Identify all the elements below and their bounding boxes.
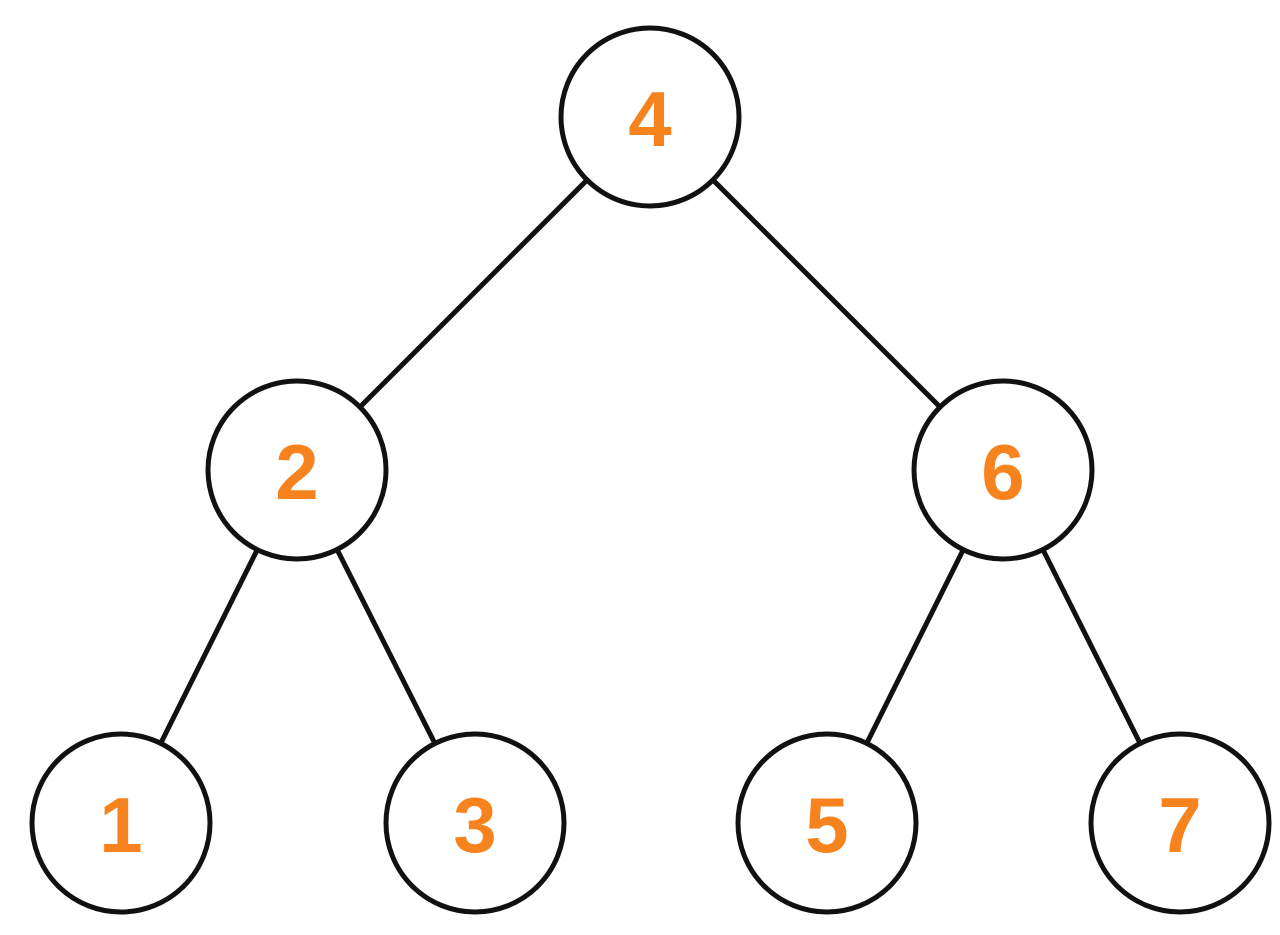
- tree-node-1: 1: [29, 731, 213, 915]
- edge-2-1: [158, 547, 260, 746]
- node-circle: [205, 378, 389, 562]
- node-label: 3: [453, 781, 496, 869]
- node-label: 5: [805, 781, 848, 869]
- tree-node-7: 7: [1088, 731, 1272, 915]
- tree-node-2: 2: [205, 378, 389, 562]
- edge-4-6: [710, 177, 943, 410]
- node-label: 1: [99, 781, 142, 869]
- node-label: 7: [1158, 781, 1201, 869]
- node-circle: [383, 731, 567, 915]
- node-circle: [558, 25, 742, 209]
- edges-layer: [158, 177, 1143, 747]
- edge-2-3: [334, 546, 438, 747]
- node-circle: [735, 731, 919, 915]
- tree-node-5: 5: [735, 731, 919, 915]
- node-label: 4: [628, 75, 671, 163]
- node-circle: [29, 731, 213, 915]
- tree-node-4: 4: [558, 25, 742, 209]
- node-label: 6: [981, 428, 1024, 516]
- node-circle: [911, 378, 1095, 562]
- nodes-layer: 4 2 6 1 3 5 7: [29, 25, 1272, 915]
- node-circle: [1088, 731, 1272, 915]
- edge-6-7: [1040, 547, 1143, 746]
- edge-6-5: [864, 547, 966, 746]
- tree-node-6: 6: [911, 378, 1095, 562]
- tree-node-3: 3: [383, 731, 567, 915]
- edge-4-2: [357, 177, 590, 410]
- node-label: 2: [275, 428, 318, 516]
